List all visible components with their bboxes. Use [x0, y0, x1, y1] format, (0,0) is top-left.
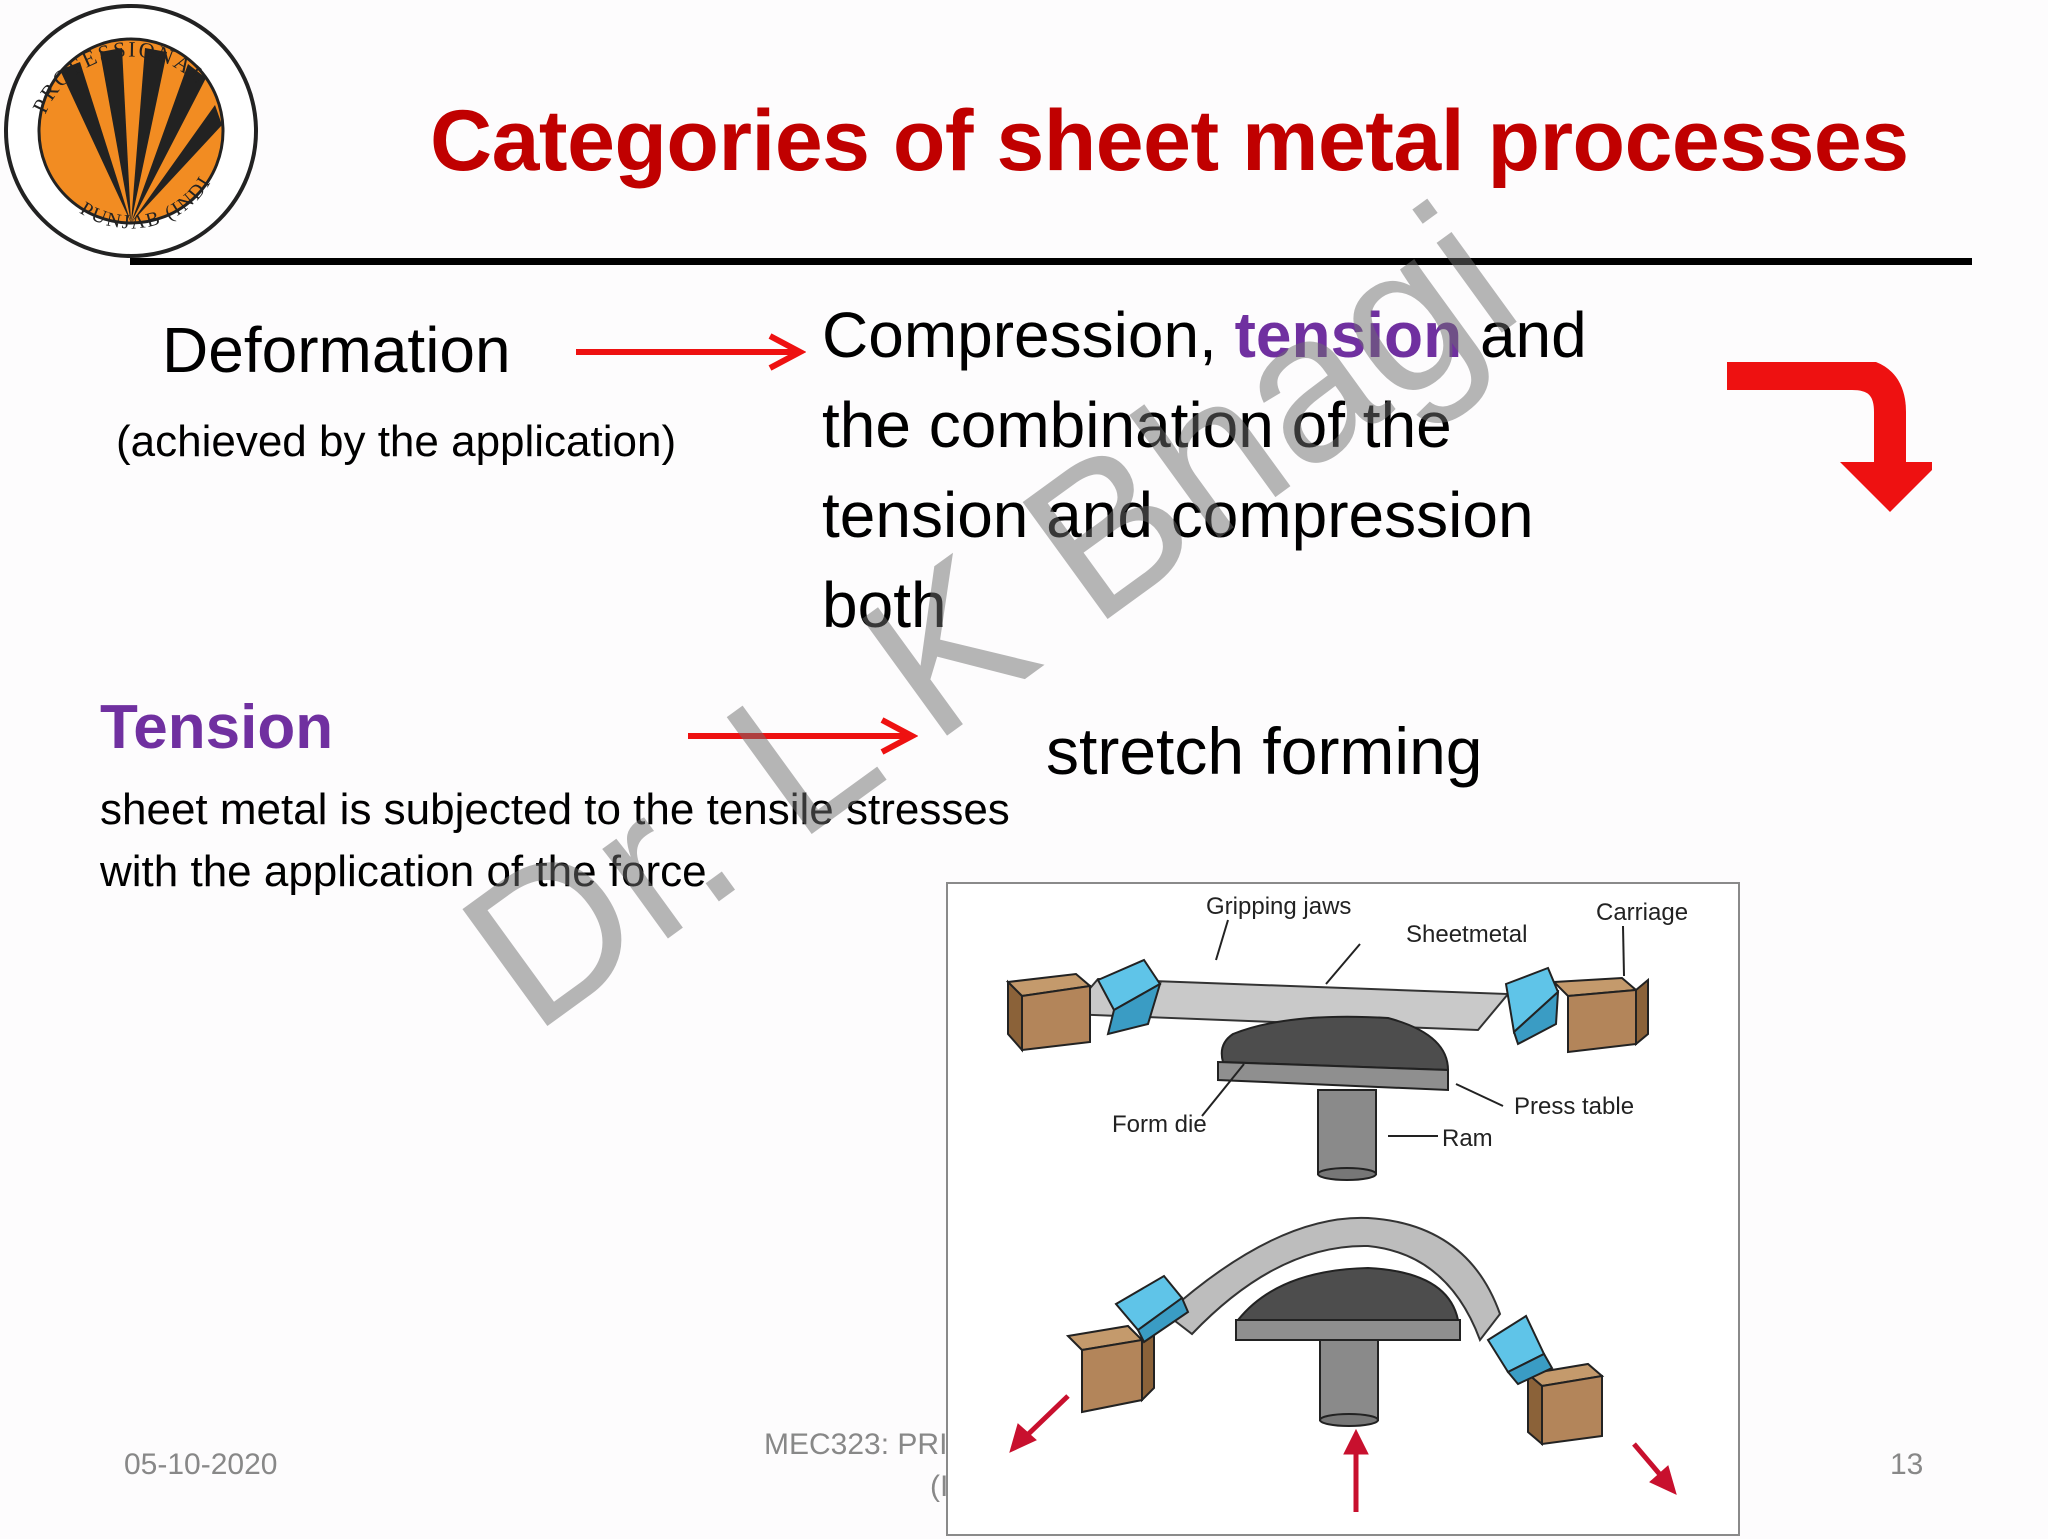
label-carriage: Carriage: [1596, 899, 1688, 926]
stretch-forming-diagram: Gripping jaws Sheetmetal Carriage Press …: [946, 882, 1740, 1536]
result-line-1-start: Compression,: [822, 299, 1235, 371]
label-form-die: Form die: [1112, 1111, 1207, 1138]
label-sheetmetal: Sheetmetal: [1406, 921, 1527, 948]
label-ram: Ram: [1442, 1125, 1493, 1152]
tension-arrow: [686, 714, 919, 763]
result-line-2: the combination of the: [822, 389, 1452, 461]
slide-number: 13: [1890, 1448, 1924, 1481]
label-gripping-jaws: Gripping jaws: [1206, 893, 1351, 920]
university-logo: PROFESSIONAL PUNJAB (INDIA): [0, 0, 262, 262]
stretch-forming-label: stretch forming: [1046, 714, 1483, 788]
label-press-table: Press table: [1514, 1093, 1634, 1120]
footer-course-line-2: (I: [930, 1470, 949, 1503]
tension-description-line-1: sheet metal is subjected to the tensile …: [100, 785, 1010, 834]
deformation-result: Compression, tension and the combination…: [822, 290, 1587, 650]
tension-heading: Tension: [100, 693, 334, 762]
bent-down-arrow: [1722, 358, 1940, 525]
tension-description-line-2: with the application of the force: [100, 847, 707, 896]
result-line-4: both: [822, 569, 947, 641]
deformation-arrow: [574, 330, 807, 379]
deformation-note: (achieved by the application): [116, 417, 677, 466]
footer-date: 05-10-2020: [124, 1448, 278, 1481]
tension-highlight: tension: [1234, 299, 1463, 371]
slide-title: Categories of sheet metal processes: [430, 93, 1909, 189]
result-line-1-end: and: [1462, 299, 1587, 371]
title-underline: [130, 258, 1972, 265]
footer-course-line-1: MEC323: PRI: [764, 1428, 948, 1461]
result-line-3: tension and compression: [822, 479, 1534, 551]
result-line-1: Compression, tension and: [822, 290, 1587, 380]
deformation-label: Deformation: [162, 314, 511, 386]
